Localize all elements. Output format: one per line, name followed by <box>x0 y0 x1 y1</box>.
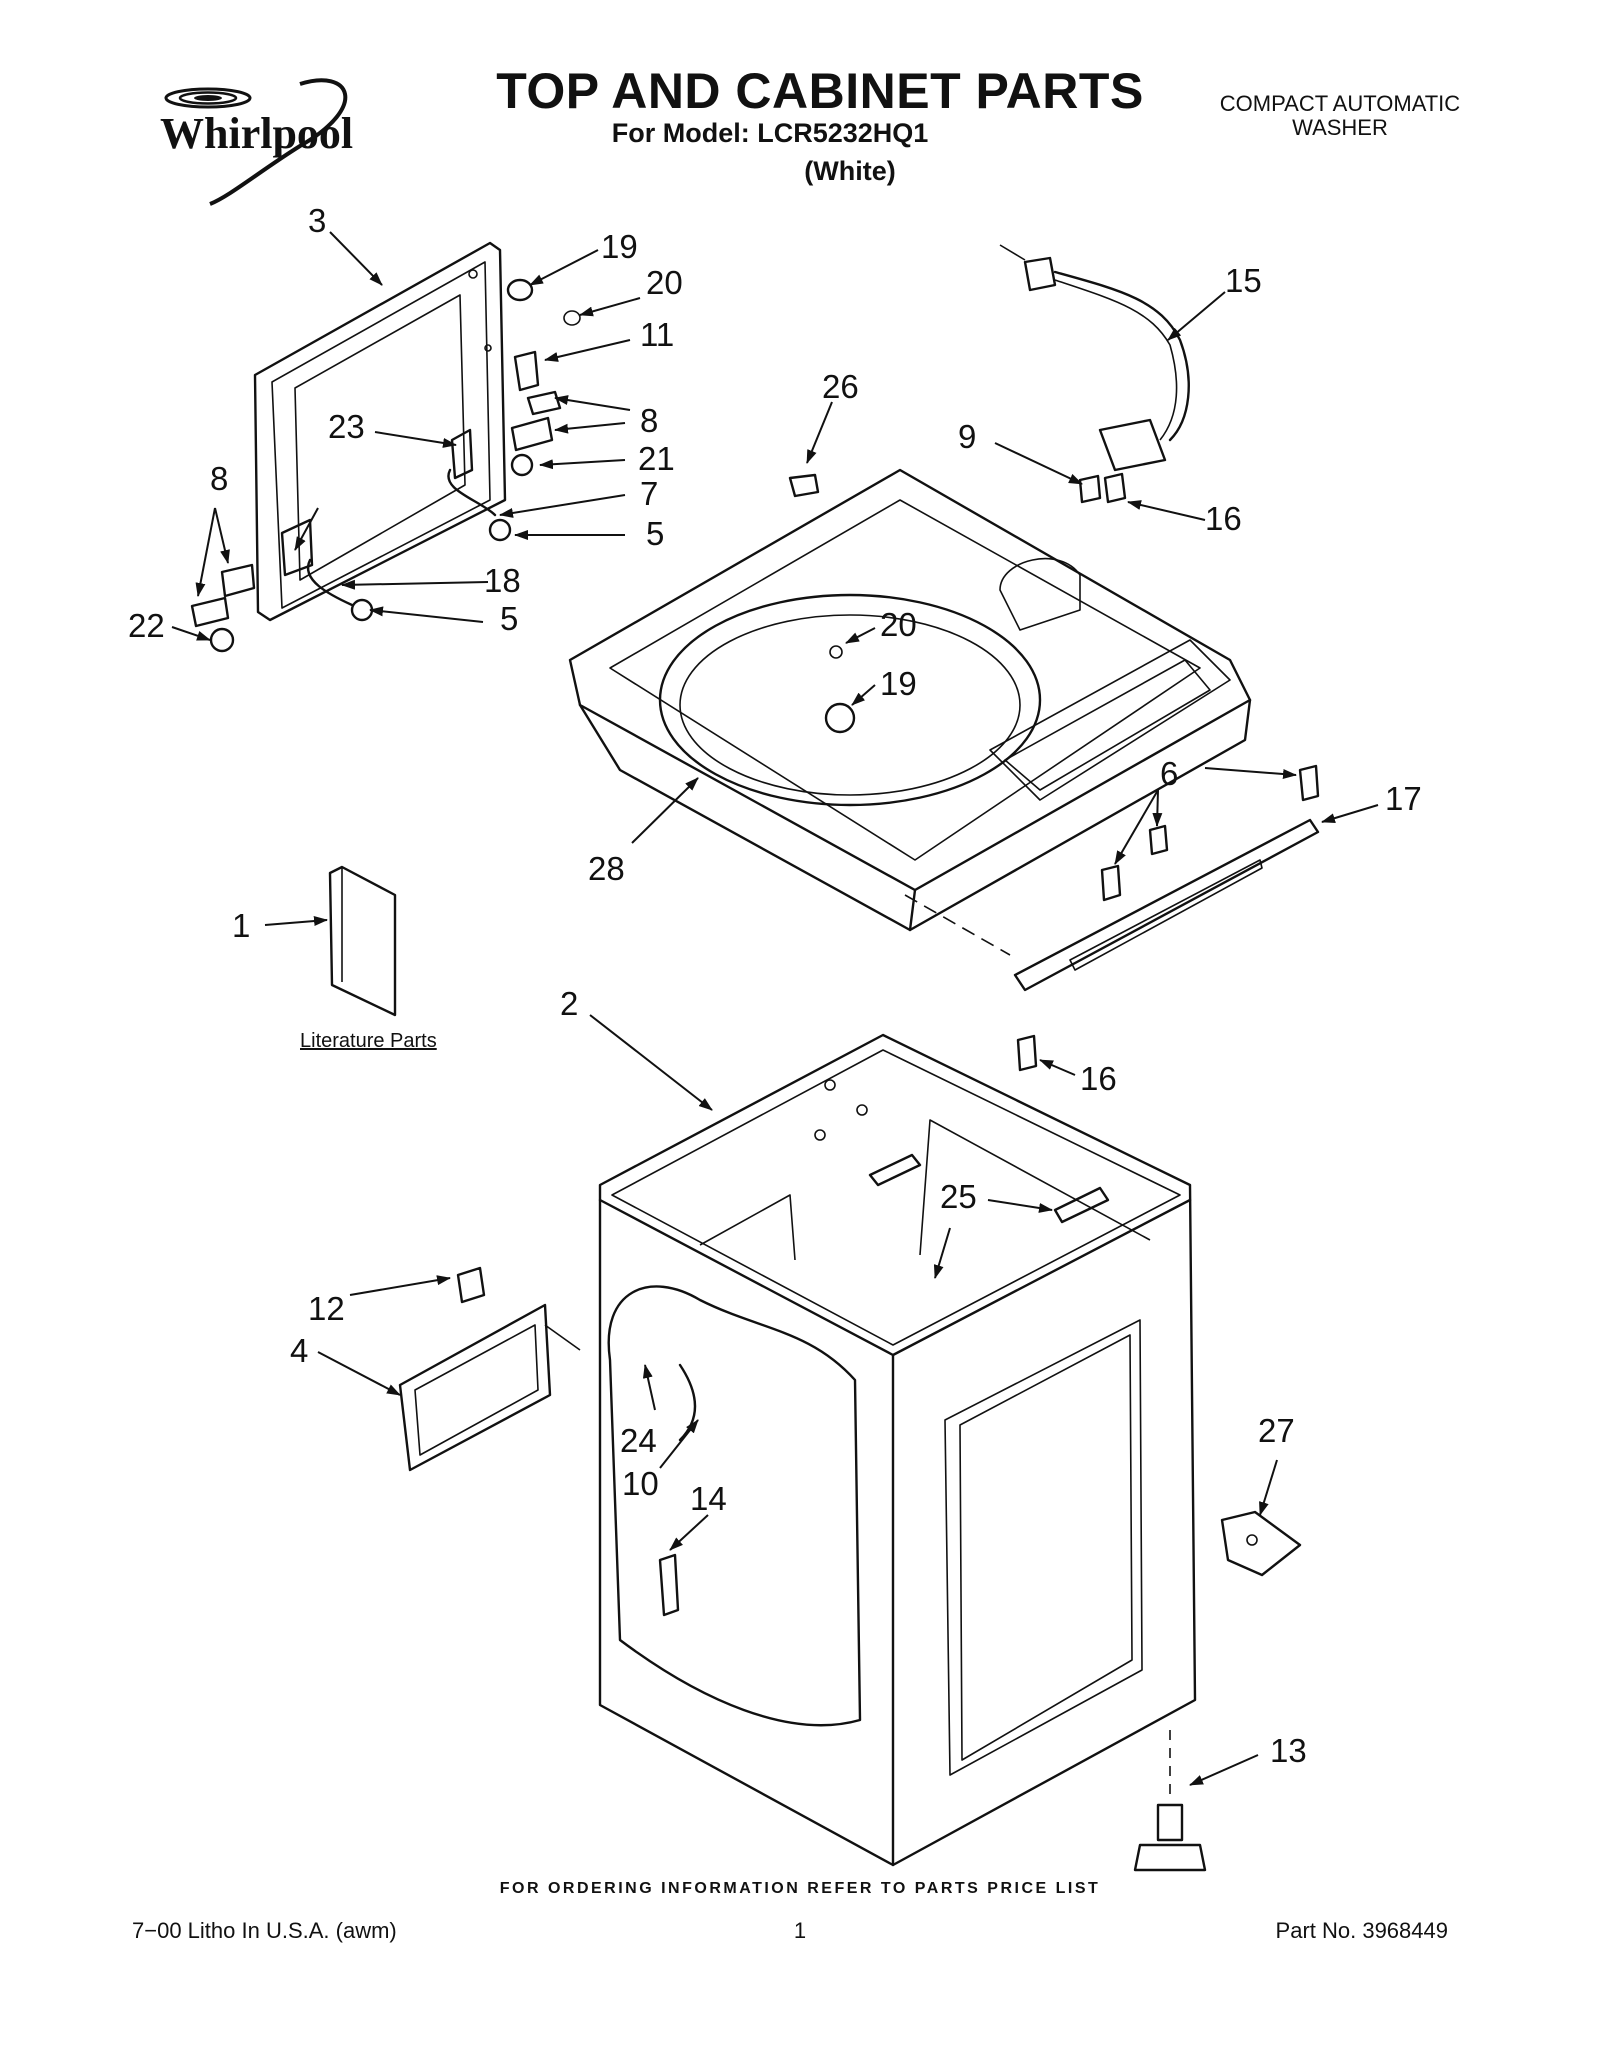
page-title: TOP AND CABINET PARTS <box>496 63 1144 119</box>
callout-24: 24 <box>620 1422 657 1459</box>
callout-4: 4 <box>290 1332 308 1369</box>
page-number: 1 <box>793 1918 807 1943</box>
callout-20-top: 20 <box>646 264 683 301</box>
callout-5-bottom: 5 <box>500 600 518 637</box>
callout-20-mid: 20 <box>880 606 917 643</box>
callout-23: 23 <box>328 408 365 445</box>
callout-22: 22 <box>128 607 165 644</box>
brand-logo: Whirlpool <box>160 109 354 158</box>
callout-5-top: 5 <box>646 515 664 552</box>
callout-26: 26 <box>822 368 859 405</box>
top-cover-part <box>568 468 1252 932</box>
callout-16-top: 16 <box>1205 500 1242 537</box>
product-type: COMPACT AUTOMATIC WASHER <box>1150 92 1530 140</box>
bracket-part <box>1220 1510 1302 1577</box>
callout-10: 10 <box>622 1465 659 1502</box>
callout-13: 12 <box>308 1290 345 1327</box>
callout-14: 14 <box>690 1480 727 1517</box>
literature-part <box>328 865 397 1017</box>
leveling-foot-part <box>1133 1730 1207 1872</box>
callout-labels: 3 19 20 11 8 21 7 5 23 8 22 18 5 26 15 9… <box>128 202 1422 1769</box>
literature-parts-label: Literature Parts <box>300 1030 437 1052</box>
whirlpool-logo-swirl-icon <box>164 78 348 206</box>
callout-arrows <box>171 231 1379 1786</box>
callout-18: 18 <box>484 562 521 599</box>
access-panel-part <box>398 1266 581 1472</box>
lid-hardware-parts <box>190 278 581 653</box>
ordering-note: FOR ORDERING INFORMATION REFER TO PARTS … <box>499 1880 1101 1897</box>
callout-19-top: 19 <box>601 228 638 265</box>
callout-11: 11 <box>640 316 674 353</box>
color-line: (White) <box>804 156 896 186</box>
product-type-line1: COMPACT AUTOMATIC <box>1219 91 1461 116</box>
callout-19-mid: 19 <box>880 665 917 702</box>
callout-3: 3 <box>308 202 326 239</box>
product-type-line2: WASHER <box>1292 115 1388 140</box>
wire-harness-part <box>999 244 1190 504</box>
callout-15: 15 <box>1225 262 1262 299</box>
part-number: Part No. 3968449 <box>1275 1918 1448 1943</box>
callout-2: 2 <box>560 985 578 1022</box>
callout-17: 17 <box>1385 780 1422 817</box>
callout-27: 27 <box>1258 1412 1295 1449</box>
model-line: For Model: LCR5232HQ1 <box>611 118 929 148</box>
callout-8-right: 8 <box>640 402 658 439</box>
callout-7: 7 <box>640 475 658 512</box>
lid-frame-part <box>253 241 507 622</box>
callout-25: 25 <box>940 1178 977 1215</box>
callout-12: 13 <box>1270 1732 1307 1769</box>
cabinet-part <box>598 1033 1197 1867</box>
callout-21: 21 <box>638 440 675 477</box>
callout-8-left: 8 <box>210 460 228 497</box>
callout-28: 28 <box>588 850 625 887</box>
callout-1: 1 <box>232 907 250 944</box>
callout-6: 6 <box>1160 755 1178 792</box>
top-brace-part <box>904 764 1320 1072</box>
litho-note: 7−00 Litho In U.S.A. (awm) <box>132 1918 397 1943</box>
callout-16-bottom: 16 <box>1080 1060 1117 1097</box>
callout-9: 9 <box>958 418 976 455</box>
